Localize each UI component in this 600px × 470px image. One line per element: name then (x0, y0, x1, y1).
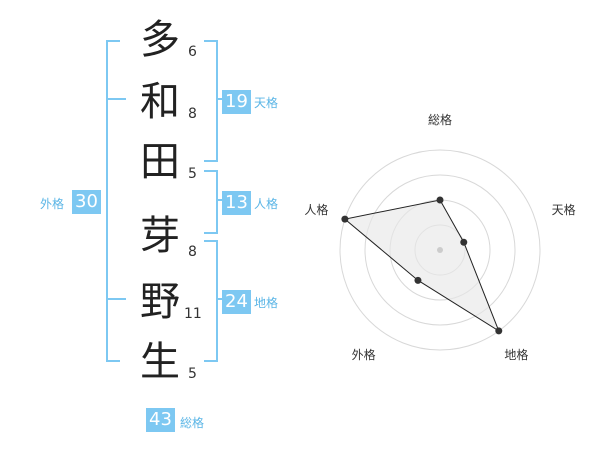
jinkaku-label: 人格 (254, 197, 279, 211)
radar-grid-ring (339, 149, 541, 351)
tenkaku-value: 19 (222, 90, 251, 114)
chikaku-label: 地格 (254, 296, 279, 310)
chikaku-bracket-tick (216, 298, 222, 300)
radar-axis-label: 人格 (304, 202, 328, 217)
soukaku-value: 43 (146, 408, 175, 432)
chikaku-value: 24 (222, 290, 251, 314)
stroke-count: 11 (184, 306, 202, 322)
jinkaku-bracket-tick (216, 199, 222, 201)
gaikaku-label: 外格 (40, 197, 65, 211)
name-char: 多 (140, 17, 180, 63)
radar-axis-label: 地格 (504, 347, 528, 362)
gaikaku-bracket-tick (106, 298, 126, 300)
stroke-count: 5 (188, 366, 197, 382)
radar-axis-label: 外格 (352, 347, 376, 362)
radar-data-area (343, 199, 500, 333)
name-char: 野 (140, 279, 180, 325)
stroke-count: 6 (188, 44, 197, 60)
radar-axis-label: 総格 (428, 112, 452, 127)
name-char: 田 (140, 139, 180, 185)
tenkaku-bracket-tick (216, 98, 222, 100)
gaikaku-bracket (106, 40, 120, 362)
name-char: 芽 (140, 213, 180, 259)
radar-point (341, 215, 349, 223)
name-char: 生 (140, 339, 180, 385)
stroke-count: 5 (188, 166, 197, 182)
tenkaku-label: 天格 (254, 96, 279, 110)
radar-axis-label: 天格 (552, 202, 576, 217)
soukaku-label: 総格 (180, 416, 205, 430)
radar-point (460, 238, 468, 246)
gaikaku-value: 30 (72, 190, 101, 214)
jinkaku-value: 13 (222, 191, 251, 215)
radar-points (341, 196, 503, 335)
gaikaku-bracket-tick (106, 98, 126, 100)
radar-point (414, 276, 422, 284)
radar-center-dot (437, 247, 443, 253)
chikaku-bracket (204, 240, 218, 362)
jinkaku-bracket (204, 170, 218, 234)
stroke-count: 8 (188, 106, 197, 122)
radar-grid-ring (364, 174, 516, 326)
tenkaku-bracket (204, 40, 218, 162)
stroke-count: 8 (188, 244, 197, 260)
radar-point (436, 196, 444, 204)
radar-point (495, 327, 503, 335)
name-char: 和 (140, 79, 180, 125)
